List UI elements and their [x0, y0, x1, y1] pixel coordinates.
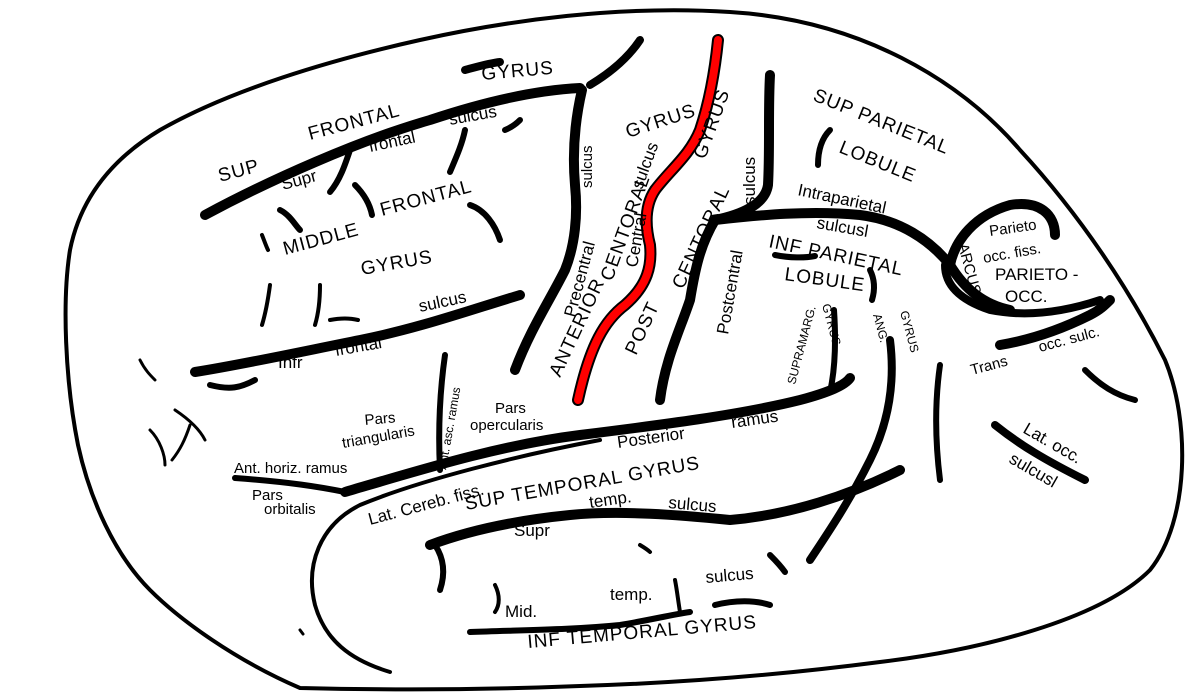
sfs-branch-2: [447, 127, 468, 175]
orbital-sulcus-2: [173, 408, 207, 442]
lateral-occipital-sulcus: [991, 421, 1089, 484]
mfg-sulcus-5: [260, 283, 272, 327]
arcus-sulcus: [941, 261, 1104, 318]
angular-sulcus-2: [933, 362, 943, 483]
occipital-sulcus-small: [1082, 367, 1138, 403]
sts-branch: [432, 542, 447, 593]
label-pars-orbitalis-1: Pars: [252, 487, 283, 504]
label-mid: Mid.: [505, 602, 537, 621]
mts-branch-1: [712, 598, 773, 608]
parieto-occipital-fissure: [945, 199, 1060, 270]
mts-branch-5: [493, 583, 501, 614]
label-pars-triangularis-1: Pars: [364, 409, 396, 429]
label-pars-orbitalis-2: orbitalis: [264, 501, 316, 518]
label-parieto-occ-1: PARIETO -: [995, 265, 1078, 284]
label-sulcus-mid: sulcus: [705, 564, 755, 587]
temporal-pole-mark: [298, 628, 305, 636]
mfg-sulcus-2: [352, 182, 375, 218]
label-pars-opercularis-1: Pars: [495, 400, 526, 417]
label-pars-opercularis-2: opercularis: [470, 417, 543, 434]
orbital-sulcus-1: [138, 358, 157, 382]
anterior-ascending-ramus: [436, 352, 448, 473]
brain-outline: [63, 8, 1185, 692]
label-sulcus-temp: sulcus: [668, 493, 718, 516]
label-parieto-occ-2: OCC.: [1005, 287, 1048, 306]
ip-branch-2: [772, 252, 818, 261]
label-temp-mid: temp.: [610, 585, 653, 604]
ifs-branch: [207, 377, 258, 391]
intraparietal-sulcus: [710, 207, 1015, 315]
label-sulcus-postcentral: sulcus: [740, 157, 759, 205]
mfg-sulcus-3: [467, 202, 503, 243]
label-ant-horiz-ramus: Ant. horiz. ramus: [234, 460, 347, 477]
transverse-occipital-sulcus: [995, 295, 1115, 350]
mts-branch-4: [673, 578, 682, 614]
angular-sulcus: [806, 336, 896, 564]
sfs-notch-top: [461, 58, 504, 74]
precentral-sulcus: [510, 85, 587, 375]
mfg-sulcus-6: [313, 283, 322, 327]
ip-branch-3: [867, 267, 878, 303]
orbital-sulcus-4: [170, 423, 192, 462]
anterior-horizontal-ramus: [232, 475, 348, 495]
sfs-branch-1: [327, 147, 353, 195]
mfg-sulcus-4: [260, 233, 270, 252]
label-parieto: Parieto: [988, 217, 1037, 240]
sfs-branch-3: [502, 117, 523, 133]
ip-branch-1: [815, 127, 833, 168]
inferior-frontal-sulcus: [190, 290, 525, 377]
mfg-sulcus-7: [328, 316, 360, 322]
orbital-sulcus-3: [148, 428, 167, 467]
posterior-ramus-branch: [827, 307, 838, 395]
superior-temporal-sulcus: [425, 465, 905, 550]
superior-frontal-sulcus: [200, 83, 585, 220]
middle-temporal-sulcus: [467, 609, 693, 635]
label-infr: Infr: [278, 353, 303, 372]
label-supr-temp: Supr: [514, 521, 550, 540]
label-sulcus-precentral: sulcus: [579, 145, 596, 188]
central-sulcus-highlight: [574, 36, 722, 404]
mts-branch-2: [767, 552, 788, 575]
temporal-lobe-outline: [310, 438, 602, 674]
mfg-sulcus-1: [277, 207, 303, 233]
precentral-top-branch: [586, 36, 644, 89]
mts-branch-3: [638, 543, 652, 554]
